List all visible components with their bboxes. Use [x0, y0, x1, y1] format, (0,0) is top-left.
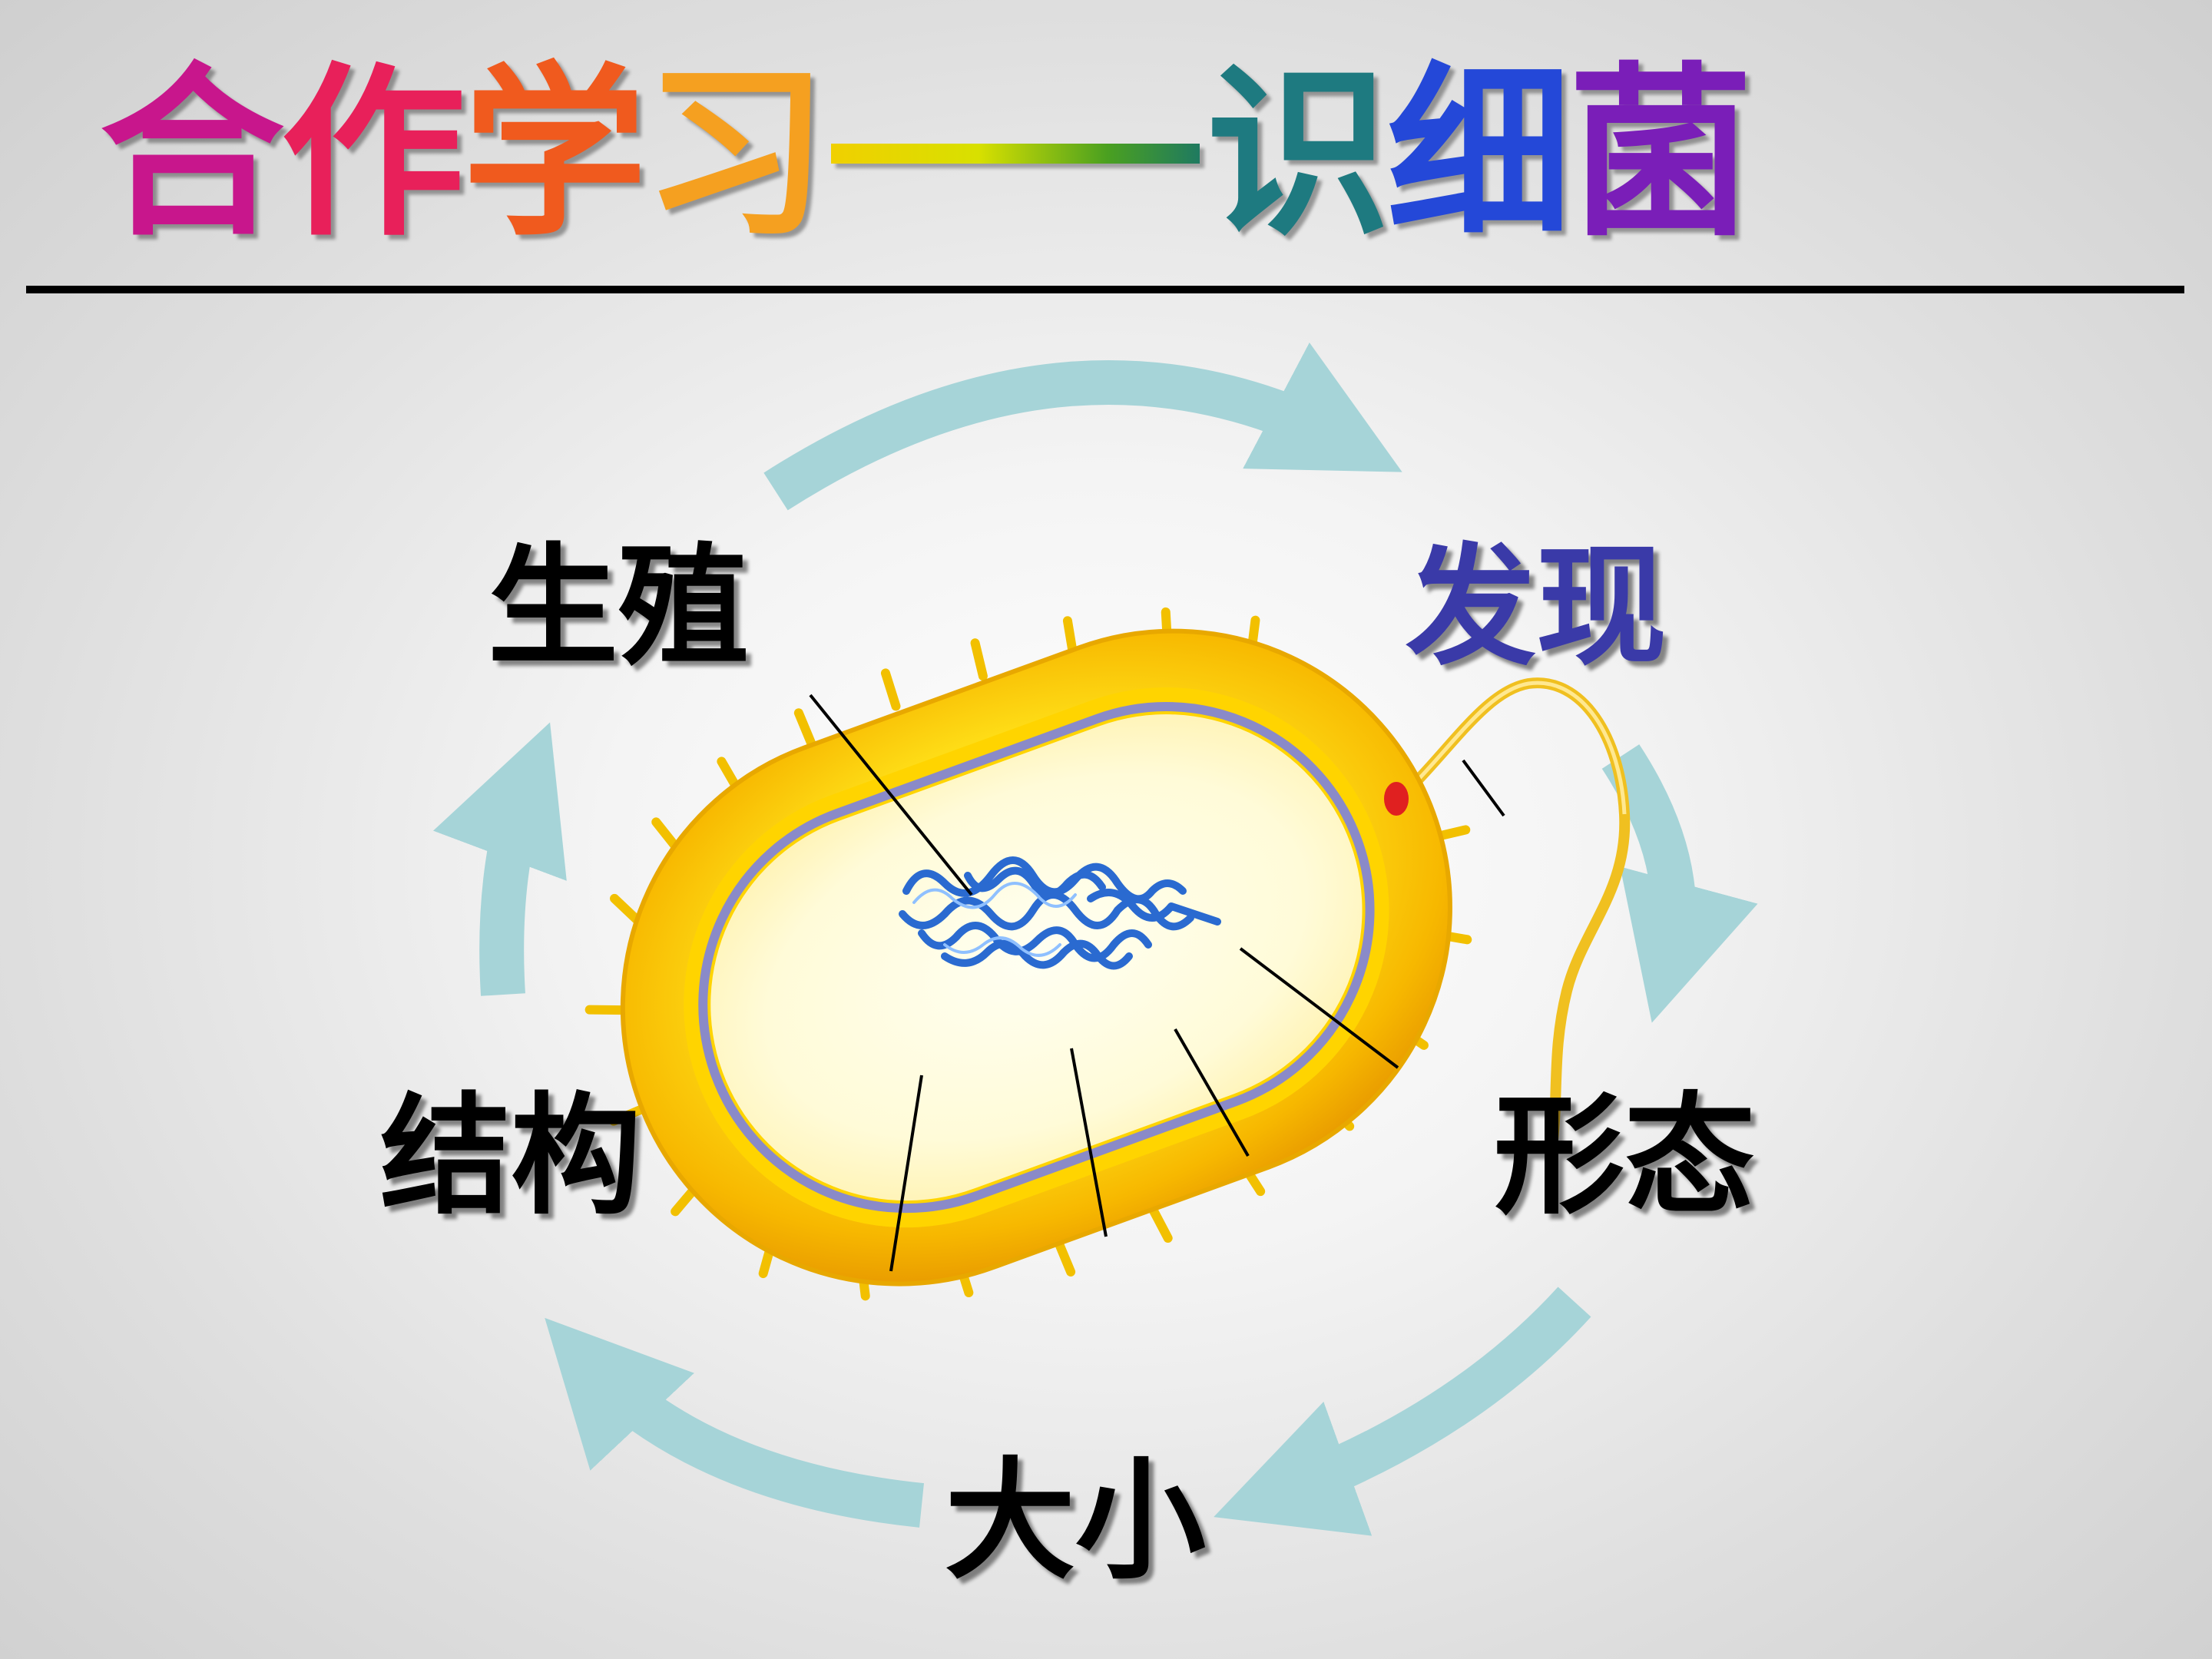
bacterium: [584, 607, 1472, 1301]
title-char: 习: [644, 46, 828, 261]
label-reproduction: 生殖: [488, 530, 750, 684]
slide-title: 合 作 学 习 识 细 菌: [100, 31, 1753, 276]
title-char: 作: [281, 46, 465, 261]
flagellum-base: [1384, 782, 1409, 816]
cycle-arrow-right: [1601, 744, 1758, 1023]
title-char: 细: [1387, 46, 1571, 261]
label-structure: 结构: [380, 1079, 642, 1233]
title-char: 识: [1206, 46, 1390, 261]
cell-membrane: [698, 702, 1375, 1214]
title-char: 菌: [1568, 46, 1753, 261]
title-dash: [831, 144, 1200, 164]
cytoplasm: [710, 714, 1363, 1201]
title-char: 学: [462, 46, 647, 261]
leader-lines: [809, 694, 1505, 1272]
cycle-arrow-top: [763, 342, 1402, 511]
title-char: 合: [100, 46, 284, 261]
cycle-arrow-bottom-right: [1214, 1286, 1591, 1536]
title-divider: [26, 286, 2184, 293]
label-discovery: 发现: [1406, 530, 1667, 684]
cycle-arrow-left: [433, 722, 567, 996]
nucleoid: [899, 856, 1221, 970]
cycle-arrow-bottom-left: [545, 1317, 924, 1528]
label-size: 大小: [945, 1444, 1207, 1598]
label-morphology: 形态: [1494, 1079, 1756, 1233]
